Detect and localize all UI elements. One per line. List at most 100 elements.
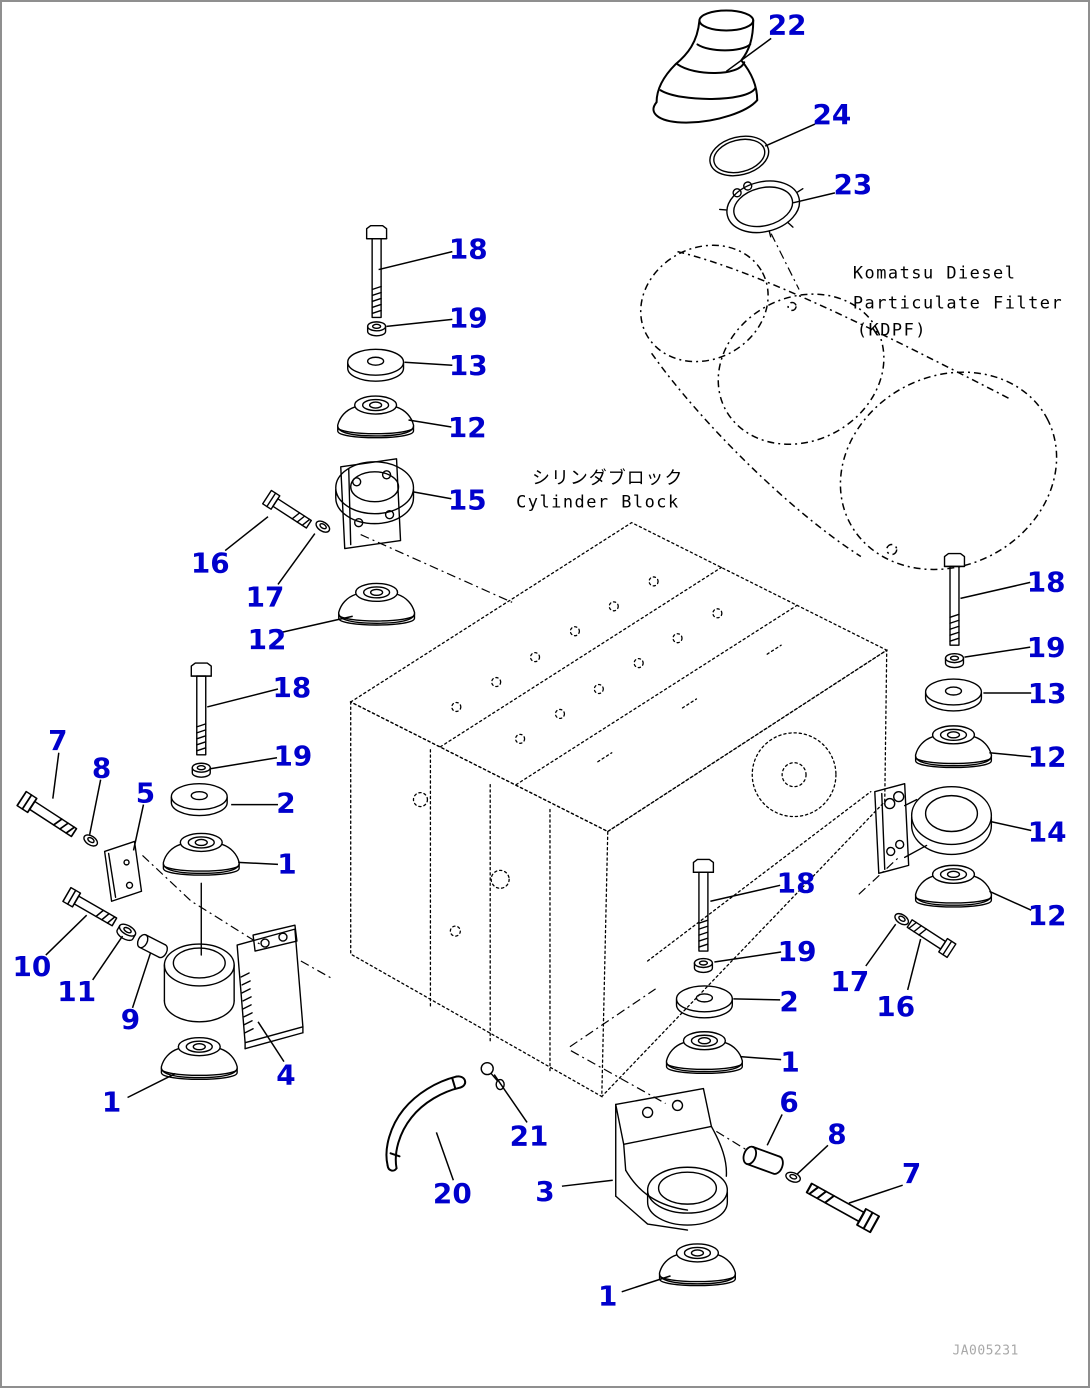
callout-leader-2 xyxy=(733,998,781,1001)
part-mount-1-mid xyxy=(665,1031,744,1075)
callout-leader-23 xyxy=(792,192,836,204)
part-mount-12-left xyxy=(337,582,416,626)
part-mount-12-topleft xyxy=(336,395,415,439)
part-bolt-7-mid xyxy=(803,1178,881,1234)
part-bolt-16-topleft xyxy=(262,489,314,532)
callout-leader-14 xyxy=(990,820,1032,832)
callout-number-3: 3 xyxy=(535,1175,554,1208)
callout-leader-10 xyxy=(45,914,88,956)
part-plate-5 xyxy=(103,840,143,902)
part-washer-8-left xyxy=(81,831,101,849)
callout-number-7: 7 xyxy=(48,724,67,757)
kdpf-body-outline xyxy=(639,244,1058,571)
callout-number-19: 19 xyxy=(274,740,313,773)
part-gasket-ring xyxy=(709,135,770,177)
callout-number-4: 4 xyxy=(276,1059,295,1092)
callout-number-1: 1 xyxy=(780,1046,799,1079)
callout-number-7: 7 xyxy=(902,1157,921,1190)
callout-leader-12 xyxy=(989,890,1032,911)
part-bolt-18-left xyxy=(190,662,212,756)
callout-number-16: 16 xyxy=(876,990,915,1023)
callout-leader-8 xyxy=(88,779,102,835)
part-spacer-9 xyxy=(134,932,171,960)
callout-number-17: 17 xyxy=(246,580,285,613)
callout-layer: 2224231819131215161712181921785101194118… xyxy=(12,8,1066,1312)
callout-number-2: 2 xyxy=(779,985,798,1018)
part-bracket-4 xyxy=(163,924,304,1050)
kdpf-label-line3: (KDPF) xyxy=(857,319,927,339)
callout-number-6: 6 xyxy=(779,1085,798,1118)
callout-leader-19 xyxy=(210,757,278,770)
part-clamp xyxy=(719,180,804,238)
part-bolt-7-left xyxy=(16,790,80,841)
callout-leader-6 xyxy=(766,1114,783,1146)
drawing-number: JA005231 xyxy=(952,1344,1018,1359)
callout-leader-18 xyxy=(960,581,1031,600)
callout-leader-24 xyxy=(764,123,816,147)
part-washer-13-right xyxy=(924,678,983,712)
callout-number-12: 12 xyxy=(448,411,487,444)
callout-number-1: 1 xyxy=(277,847,296,880)
callout-leader-1 xyxy=(740,1055,782,1061)
callout-leader-16 xyxy=(224,516,269,552)
part-mount-1-bottom xyxy=(658,1243,737,1287)
callout-leader-12 xyxy=(989,752,1032,758)
callout-number-12: 12 xyxy=(1028,741,1067,774)
callout-number-20: 20 xyxy=(433,1177,472,1210)
callout-leader-22 xyxy=(725,37,772,72)
callout-leader-7 xyxy=(52,752,60,799)
callout-number-19: 19 xyxy=(1027,631,1066,664)
assembly-axis-lines xyxy=(142,233,900,1151)
callout-number-18: 18 xyxy=(449,233,488,266)
callout-number-12: 12 xyxy=(248,623,287,656)
callout-number-19: 19 xyxy=(778,935,817,968)
part-washer-13-topleft xyxy=(347,348,405,382)
callout-leader-19 xyxy=(964,646,1031,658)
callout-leader-21 xyxy=(493,1074,528,1123)
callout-leader-7 xyxy=(848,1184,903,1204)
callout-number-14: 14 xyxy=(1028,815,1067,848)
callout-leader-19 xyxy=(714,951,782,963)
part-washer-17-topleft xyxy=(313,518,333,536)
kdpf-label-line2: Particulate Filter xyxy=(853,292,1063,312)
callout-number-5: 5 xyxy=(136,777,155,810)
callout-number-2: 2 xyxy=(276,787,295,820)
part-exhaust-elbow xyxy=(652,9,759,124)
part-nut-19-topleft xyxy=(366,321,387,337)
callout-number-24: 24 xyxy=(813,98,852,131)
part-washer-2-mid xyxy=(675,985,734,1019)
callout-leader-13 xyxy=(404,361,453,366)
callout-leader-1 xyxy=(621,1275,671,1293)
part-bolt-18-topleft xyxy=(365,225,388,319)
callout-number-17: 17 xyxy=(830,965,869,998)
callout-leader-19 xyxy=(386,318,453,328)
part-washer-2-left xyxy=(170,782,228,817)
part-mount-12-right-lower xyxy=(914,864,993,908)
callout-leader-9 xyxy=(131,952,152,1009)
callout-number-18: 18 xyxy=(1027,565,1066,598)
callout-leader-17 xyxy=(277,533,316,585)
callout-number-8: 8 xyxy=(92,752,111,785)
callout-number-1: 1 xyxy=(598,1280,617,1313)
callout-number-15: 15 xyxy=(448,484,487,517)
callout-number-22: 22 xyxy=(768,8,807,41)
callout-number-10: 10 xyxy=(12,950,51,983)
callout-leader-20 xyxy=(435,1132,455,1181)
part-bracket-15 xyxy=(335,458,415,550)
part-bracket-3 xyxy=(615,1087,729,1231)
part-hose-20 xyxy=(385,1075,467,1172)
callout-number-23: 23 xyxy=(833,168,872,201)
callout-number-21: 21 xyxy=(510,1119,549,1152)
callout-number-16: 16 xyxy=(191,546,230,579)
part-mount-1-left-lower xyxy=(160,1037,238,1081)
callout-leader-15 xyxy=(412,491,452,500)
callout-leader-17 xyxy=(865,923,897,967)
callout-number-18: 18 xyxy=(273,671,312,704)
callout-number-12: 12 xyxy=(1028,899,1067,932)
callout-number-19: 19 xyxy=(449,301,488,334)
callout-leader-16 xyxy=(906,938,922,991)
part-nut-19-mid xyxy=(693,957,714,974)
callout-leader-4 xyxy=(257,1021,285,1063)
part-bolt-18-right xyxy=(943,552,966,646)
